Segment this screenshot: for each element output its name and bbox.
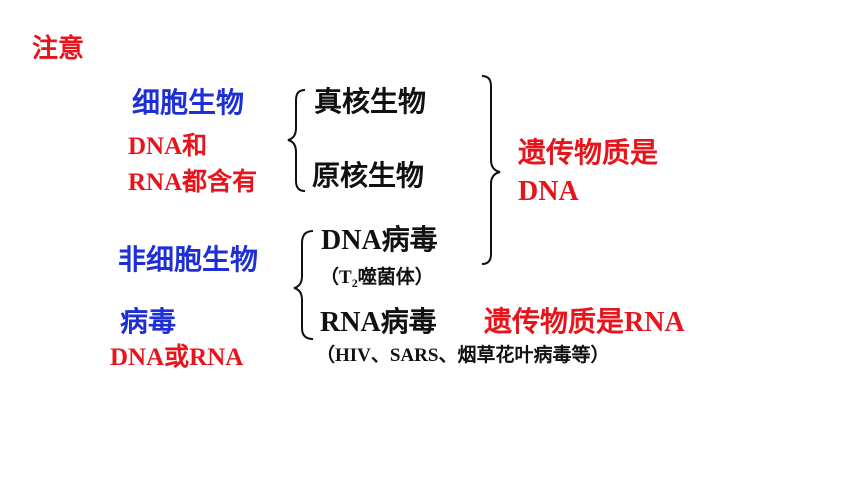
cellular-brace bbox=[287, 89, 306, 192]
noncellular-label: 非细胞生物 bbox=[118, 243, 259, 276]
rna-virus-conclusion: 遗传物质是RNA bbox=[484, 307, 685, 338]
cellular-label: 细胞生物 bbox=[132, 86, 245, 119]
rna-virus-label: RNA病毒 bbox=[320, 307, 437, 338]
rna-virus-examples: （HIV、SARS、烟草花叶病毒等） bbox=[316, 345, 610, 366]
cellular-conclusion-line1: 遗传物质是 bbox=[518, 136, 659, 169]
cellular-conclusion-line2: DNA bbox=[518, 176, 579, 207]
dna-virus-label: DNA病毒 bbox=[321, 225, 438, 256]
dna-virus-example: （T2噬菌体） bbox=[320, 268, 434, 289]
virus-brace bbox=[293, 230, 314, 340]
prokaryote-label: 原核生物 bbox=[312, 159, 425, 192]
cellular-note-line2: RNA都含有 bbox=[128, 169, 258, 196]
cellular-note-line1: DNA和 bbox=[128, 133, 208, 160]
dna-virus-example-close: 噬菌体） bbox=[357, 267, 434, 288]
eukaryote-label: 真核生物 bbox=[314, 85, 427, 118]
dna-conclusion-brace bbox=[481, 75, 501, 265]
dna-virus-example-sub: 2 bbox=[351, 276, 358, 290]
dna-virus-example-open: （T bbox=[320, 267, 352, 288]
note-title: 注意 bbox=[32, 34, 85, 64]
noncellular-note: DNA或RNA bbox=[110, 344, 244, 371]
virus-label: 病毒 bbox=[120, 305, 177, 338]
